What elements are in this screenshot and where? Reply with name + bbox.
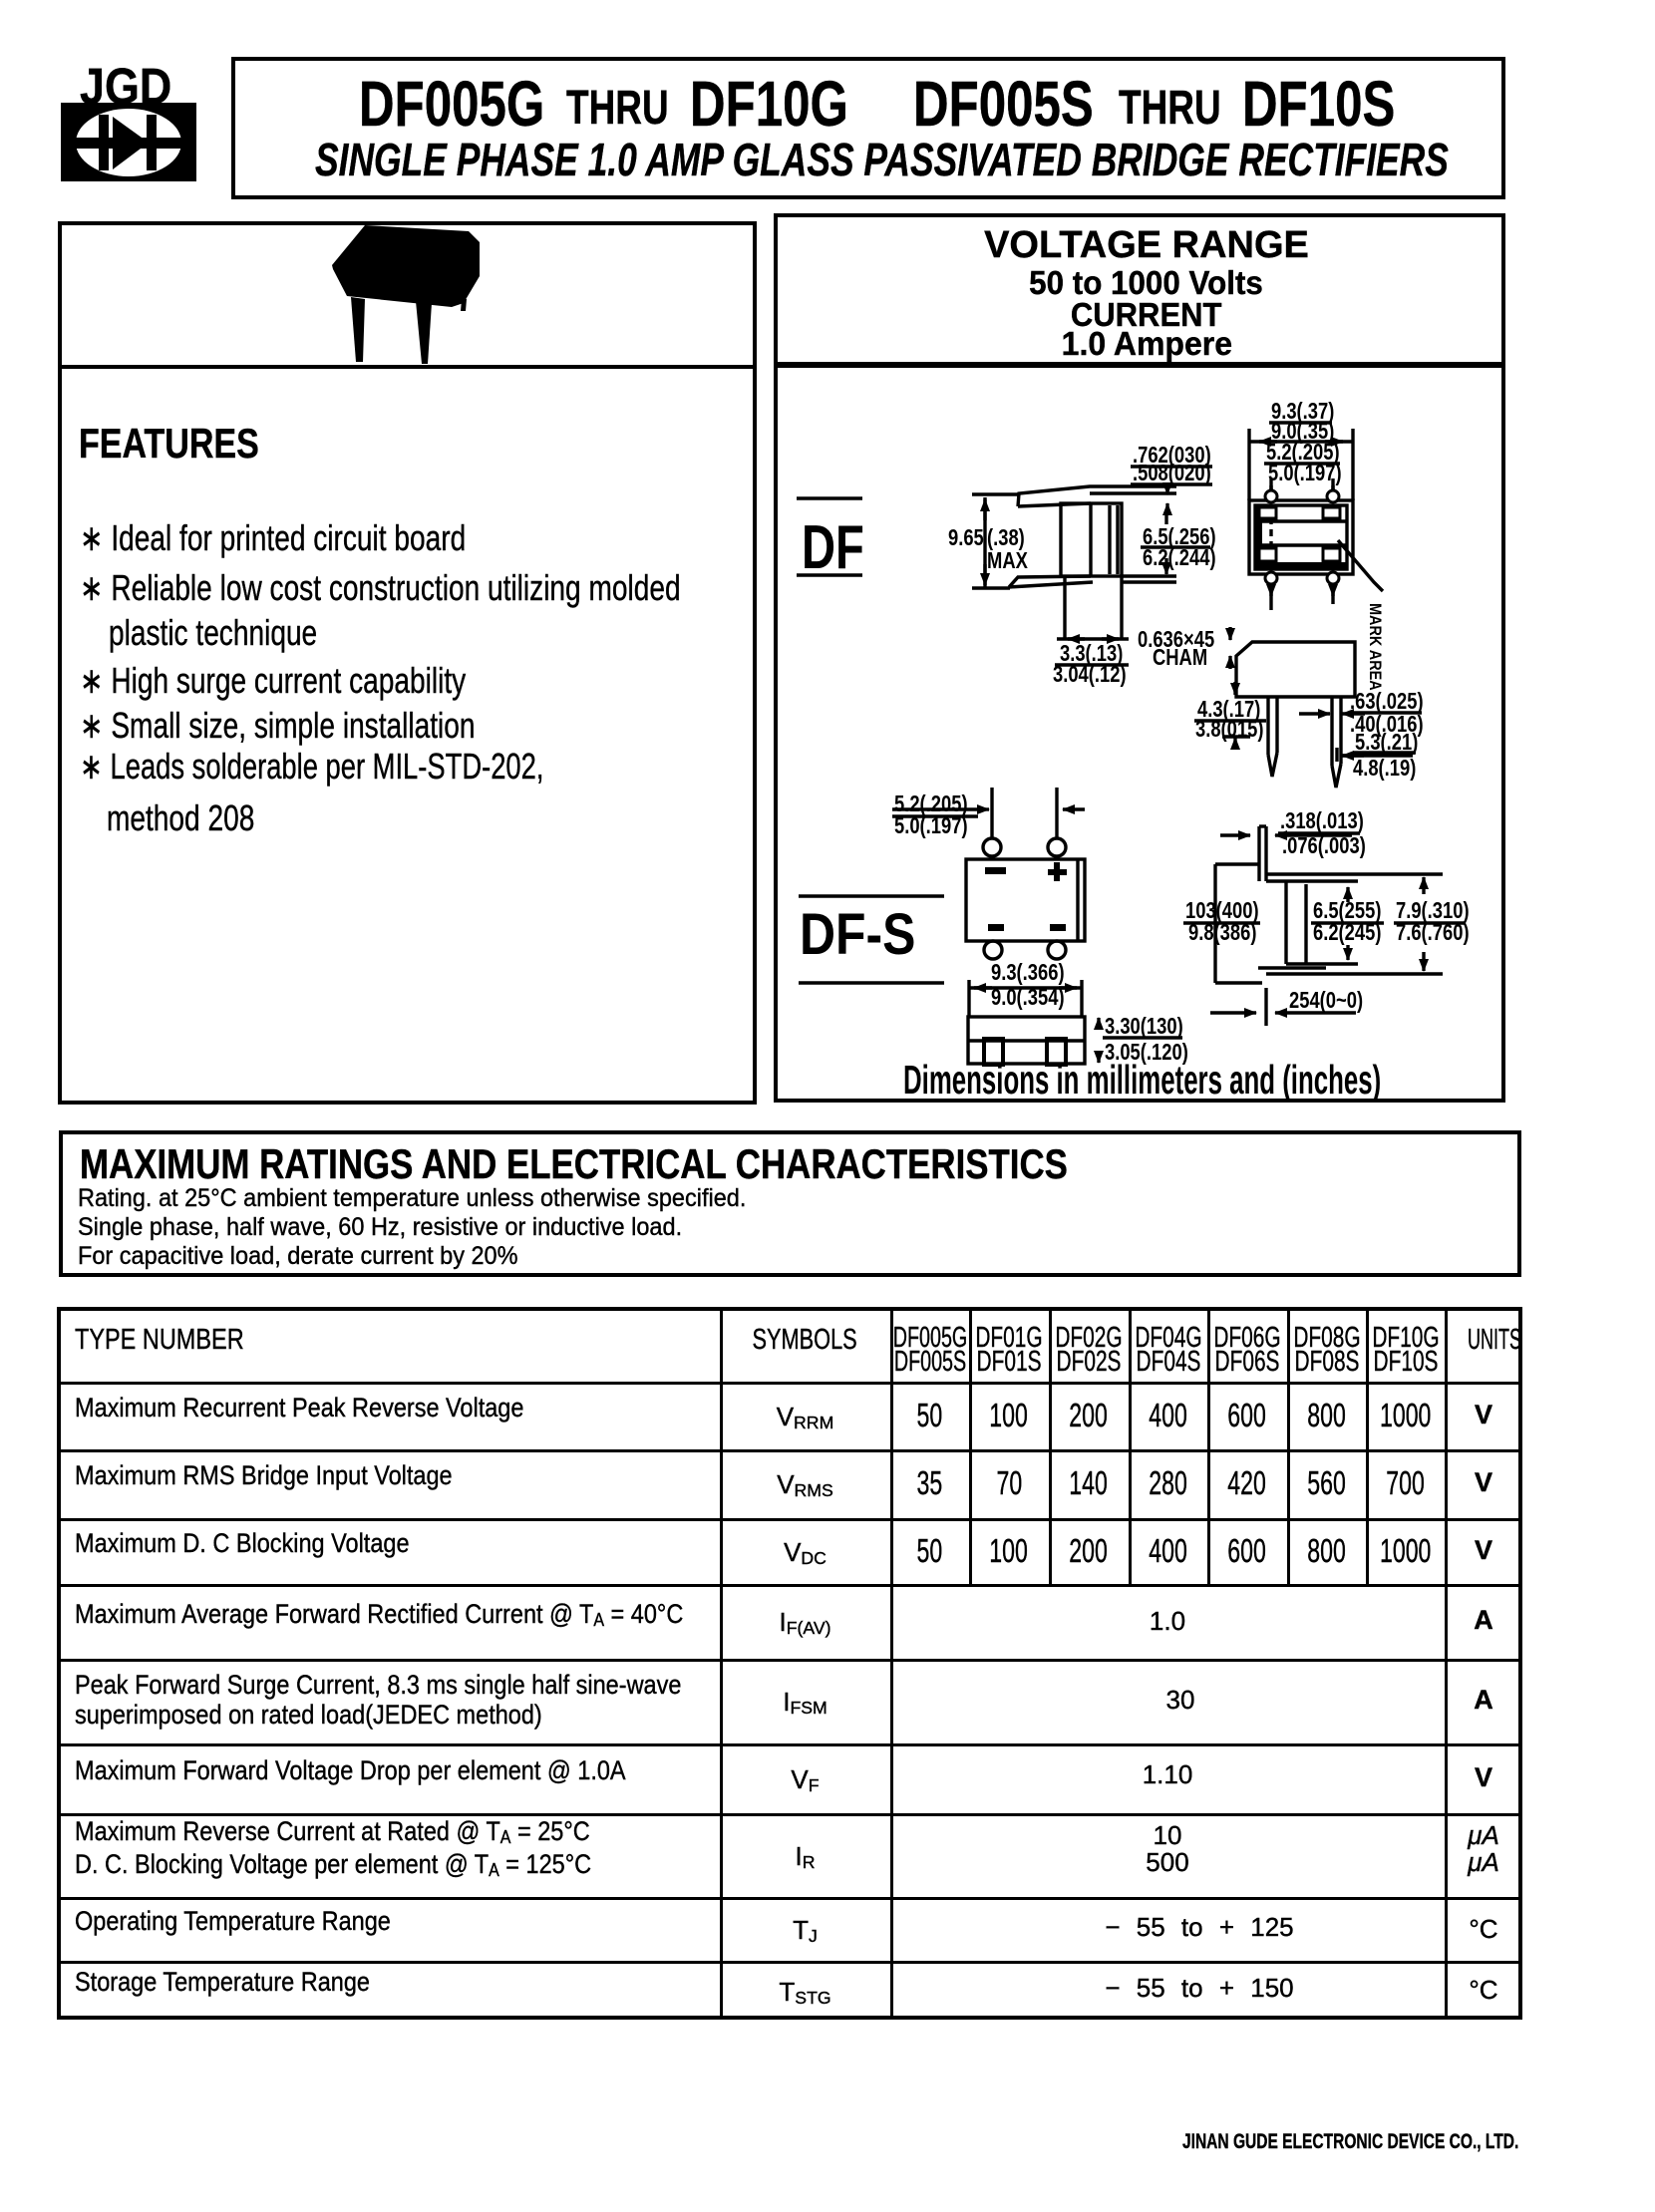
svg-text:5.0(.197): 5.0(.197) [894,813,968,838]
svg-text:3.05(.120): 3.05(.120) [1105,1040,1188,1065]
svg-text:MAX: MAX [987,548,1028,573]
svg-text:6.5(255): 6.5(255) [1313,898,1381,923]
svg-text:9.65: 9.65 [948,525,984,550]
svg-text:0.636×45: 0.636×45 [1138,627,1214,652]
svg-text:7.6(.760): 7.6(.760) [1396,920,1470,945]
svg-text:.762(030): .762(030) [1133,443,1211,468]
svg-text:5.0(.197): 5.0(.197) [1268,461,1342,485]
svg-text:.40(.016): .40(.016) [1350,712,1424,737]
svg-text:MARK AREA: MARK AREA [1366,603,1384,691]
svg-text:(.38): (.38) [987,525,1025,550]
svg-text:5.3(.21): 5.3(.21) [1355,730,1418,755]
svg-text:3.8(015): 3.8(015) [1195,717,1263,742]
svg-text:9.8(386): 9.8(386) [1188,920,1256,945]
svg-text:Dimensions in millimeters and: Dimensions in millimeters and (inches) [903,1058,1381,1103]
svg-text:5.2(.205): 5.2(.205) [894,791,968,816]
svg-text:254(0~0): 254(0~0) [1289,988,1363,1013]
svg-text:9.0(.354): 9.0(.354) [991,985,1065,1010]
svg-text:CHAM: CHAM [1153,645,1207,670]
svg-text:9.3(.37): 9.3(.37) [1271,399,1334,424]
svg-text:9.0(.35): 9.0(.35) [1271,419,1334,444]
svg-text:9.3(.366): 9.3(.366) [991,960,1065,985]
svg-text:6.2(245): 6.2(245) [1313,920,1381,945]
svg-text:DF-S: DF-S [800,903,915,967]
svg-text:DF: DF [802,512,864,582]
svg-text:3.04(.12): 3.04(.12) [1053,662,1127,687]
svg-text:.076(.003): .076(.003) [1282,833,1366,858]
svg-text:7.9(.310): 7.9(.310) [1396,898,1470,923]
svg-text:6.2(.244): 6.2(.244) [1143,545,1216,570]
svg-text:103(400): 103(400) [1185,898,1259,923]
svg-text:6.5(.256): 6.5(.256) [1143,524,1216,549]
svg-text:5.2(.205): 5.2(.205) [1266,440,1340,465]
svg-text:4.8(.19): 4.8(.19) [1353,756,1416,781]
svg-text:3.30(130): 3.30(130) [1105,1014,1183,1039]
svg-text:3.3(.13): 3.3(.13) [1060,641,1123,666]
svg-text:4.3(.17): 4.3(.17) [1197,697,1260,722]
svg-text:.63(.025): .63(.025) [1350,689,1424,714]
svg-text:.318(.013): .318(.013) [1280,808,1364,833]
svg-text:.508(020): .508(020) [1133,461,1211,485]
